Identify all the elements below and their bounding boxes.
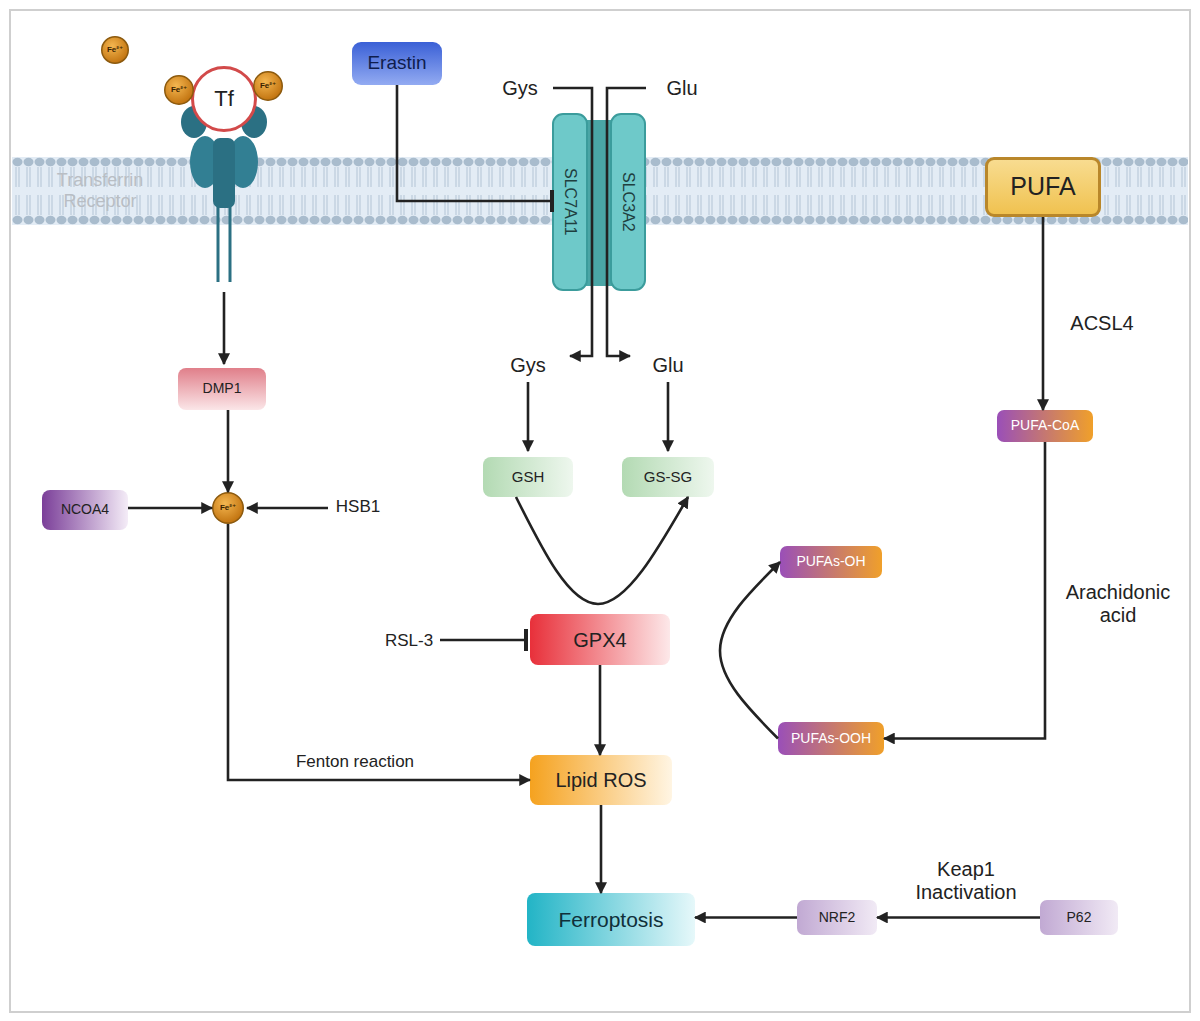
node-text: GSH bbox=[512, 469, 545, 486]
receptor-stalk bbox=[229, 200, 232, 282]
node-text: GS-SG bbox=[644, 469, 692, 486]
node-text: P62 bbox=[1067, 910, 1092, 925]
drug-box: Erastin bbox=[352, 42, 442, 85]
process-box: Lipid ROS bbox=[530, 755, 672, 805]
lipid-box: PUFA bbox=[985, 157, 1101, 217]
transferrin-receptor bbox=[181, 106, 267, 282]
transporter-box: SLC3A2 bbox=[610, 113, 646, 291]
enzyme-box: GPX4 bbox=[530, 614, 670, 665]
flow-arrow bbox=[695, 916, 797, 919]
release-arrow bbox=[247, 507, 328, 510]
circle-shape bbox=[213, 493, 244, 524]
uptake-arrow bbox=[223, 292, 226, 364]
factor-label: HSB1 bbox=[328, 497, 388, 517]
transporter-box: SLC7A11 bbox=[552, 113, 588, 291]
free-arrows bbox=[224, 88, 668, 640]
amino-acid-label: Gys bbox=[490, 77, 550, 100]
outcome-box: Ferroptosis bbox=[527, 893, 695, 946]
iron-ion: Fe²⁺ bbox=[101, 36, 129, 64]
circle-shape bbox=[102, 37, 129, 64]
iron-ion: Fe²⁺ bbox=[164, 75, 194, 105]
export-arrow bbox=[607, 88, 646, 356]
amino-acid-label: Glu bbox=[652, 77, 712, 100]
node-text: PUFA-CoA bbox=[1011, 418, 1079, 433]
node-text: SLC3A2 bbox=[619, 172, 637, 232]
protein-box: NRF2 bbox=[797, 900, 877, 935]
frame bbox=[10, 10, 1190, 1012]
edge-label: Keap1 Inactivation bbox=[905, 858, 1027, 904]
edge-label: Arachidonic acid bbox=[1050, 581, 1186, 627]
node-text: Fe²⁺ bbox=[107, 46, 123, 55]
flow-arrow bbox=[599, 665, 602, 755]
iron-ion: Fe²⁺ bbox=[212, 492, 244, 524]
inhibition-arrow bbox=[440, 639, 526, 642]
node-text: Fe²⁺ bbox=[260, 82, 276, 91]
metabolite-box: GSH bbox=[483, 457, 573, 497]
metabolite-box: GS-SG bbox=[622, 457, 714, 497]
synthesis-arrow bbox=[527, 382, 530, 451]
node-text: PUFAs-OH bbox=[796, 554, 865, 569]
synthesis-arrow bbox=[667, 382, 670, 451]
lipid-species-box: PUFAs-OH bbox=[780, 546, 882, 578]
receptor-core bbox=[213, 138, 235, 208]
edge-label: Fenton reaction bbox=[280, 752, 430, 772]
amino-acid-label: Glu bbox=[638, 354, 698, 377]
flow-arrow bbox=[600, 805, 603, 893]
node-text: SLC7A11 bbox=[561, 168, 579, 235]
flow-arrow bbox=[128, 507, 212, 510]
flow-arrow bbox=[227, 410, 230, 492]
transporter-channel bbox=[586, 120, 612, 286]
receptor-stalk bbox=[217, 200, 220, 282]
protein-box: P62 bbox=[1040, 900, 1118, 935]
flow-arrow bbox=[228, 524, 530, 780]
node-text: Fe²⁺ bbox=[220, 504, 236, 513]
import-arrow bbox=[553, 88, 592, 356]
node-text: GPX4 bbox=[573, 629, 626, 651]
redox-curve bbox=[516, 497, 688, 604]
iron-ion: Fe²⁺ bbox=[253, 71, 283, 101]
node-text: Lipid ROS bbox=[555, 769, 646, 791]
node-text: Fe²⁺ bbox=[171, 86, 187, 95]
lipid-species-box: PUFA-CoA bbox=[997, 410, 1093, 442]
lipid-species-box: PUFAs-OOH bbox=[778, 722, 884, 755]
circle-shape bbox=[254, 72, 283, 101]
protein-box: NCOA4 bbox=[42, 490, 128, 530]
flow-arrow bbox=[877, 916, 1040, 919]
transferrin-circle: Tf bbox=[191, 66, 257, 132]
edge-group bbox=[128, 85, 1045, 918]
node-text: DMP1 bbox=[203, 381, 242, 396]
flow-arrow bbox=[1042, 217, 1045, 410]
node-text: NRF2 bbox=[819, 910, 856, 925]
node-text: Erastin bbox=[367, 53, 426, 74]
protein-box: DMP1 bbox=[178, 368, 266, 410]
edge-label: ACSL4 bbox=[1062, 312, 1142, 335]
structure-label: Transferrin Receptor bbox=[40, 170, 160, 211]
circle-shape bbox=[193, 68, 256, 131]
node-text: PUFA bbox=[1010, 173, 1075, 201]
node-text: Ferroptosis bbox=[558, 908, 663, 931]
inhibition-connector bbox=[397, 85, 552, 201]
drug-label: RSL-3 bbox=[378, 631, 440, 651]
node-text: NCOA4 bbox=[61, 502, 109, 517]
flow-arrow bbox=[884, 442, 1045, 739]
circle-shape bbox=[165, 76, 194, 105]
amino-acid-label: Gys bbox=[498, 354, 558, 377]
reduction-curve bbox=[720, 562, 780, 739]
node-text: PUFAs-OOH bbox=[791, 731, 871, 746]
node-text: Tf bbox=[214, 87, 234, 111]
